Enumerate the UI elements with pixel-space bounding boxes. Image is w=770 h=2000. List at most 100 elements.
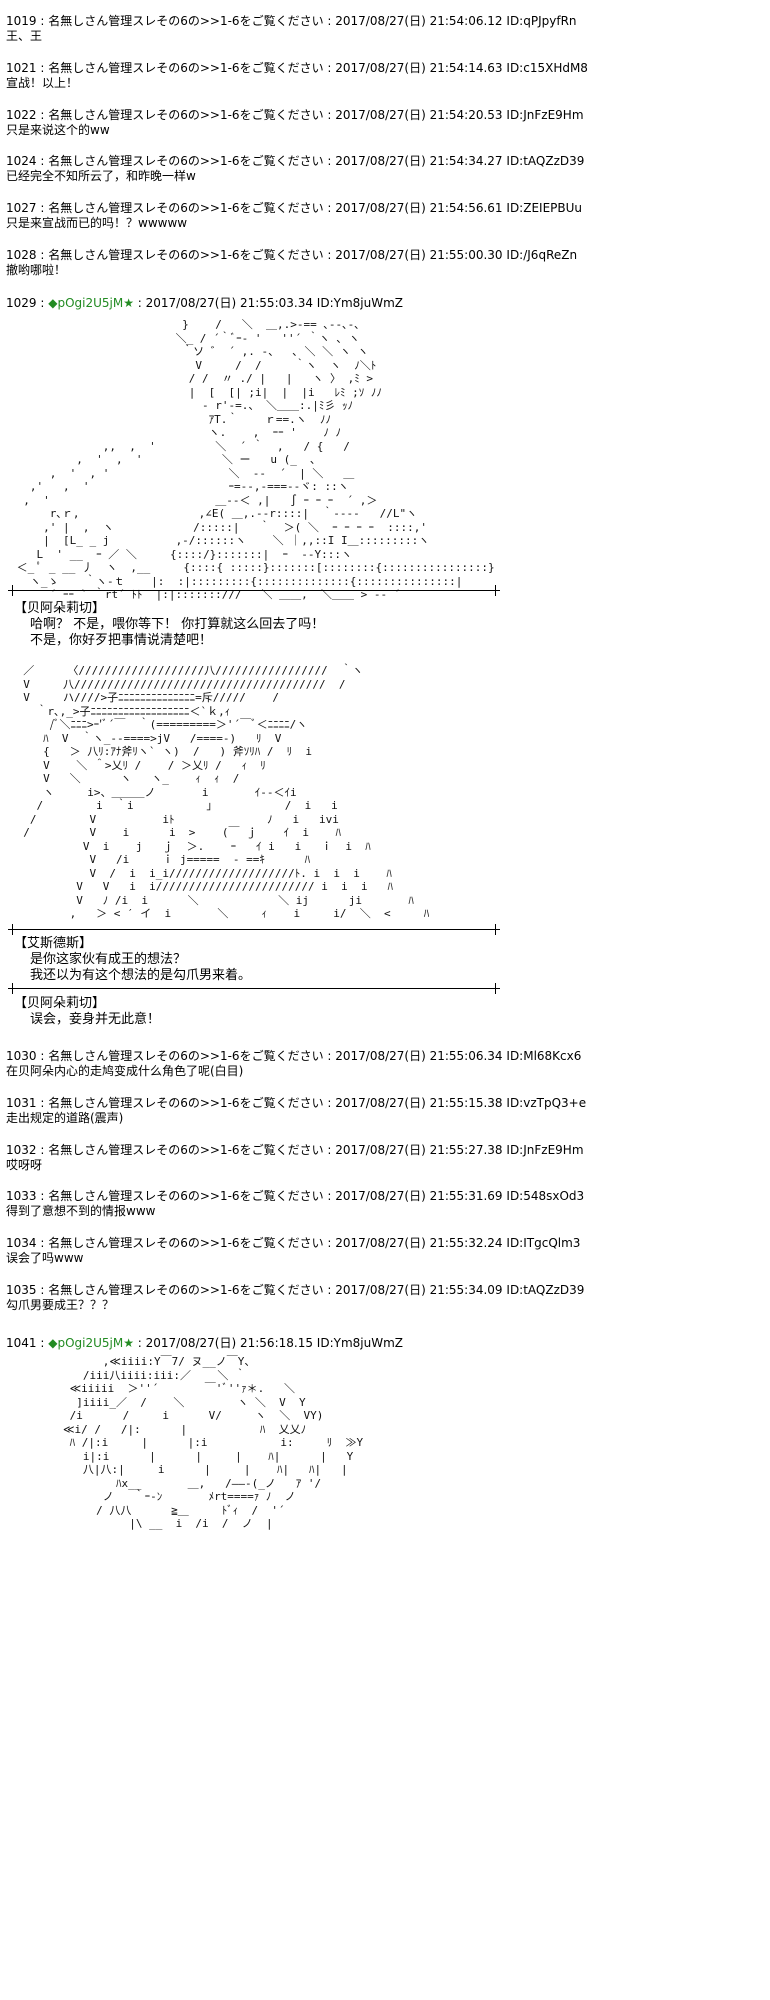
dialogue-block-1: 【贝阿朵莉切】 哈啊？ 不是，喂你等下！ 你打算就这么回去了吗！ 不是，你好歹把… bbox=[14, 601, 324, 649]
poster-name: 名無しさん管理スレその6の>>1-6をご覧ください bbox=[48, 61, 324, 75]
dialogue-line: 不是，你好歹把事情说清楚吧！ bbox=[30, 633, 213, 648]
post-number[interactable]: 1035 bbox=[6, 1283, 37, 1297]
post-1032: 1032 : 名無しさん管理スレその6の>>1-6をご覧ください : 2017/… bbox=[6, 1143, 746, 1173]
post-number[interactable]: 1041 bbox=[6, 1336, 37, 1350]
post-number[interactable]: 1024 bbox=[6, 154, 37, 168]
post-date: 2017/08/27(日) 21:54:56.61 bbox=[335, 201, 503, 215]
post-id[interactable]: ID:qPJpyfRn bbox=[506, 14, 577, 28]
ascii-art-character: ／ 〈///////////////////八/////////////////… bbox=[23, 664, 430, 920]
post-body: 误会了吗www bbox=[6, 1251, 84, 1265]
ascii-art-character: ,≪iiii:Y￣7/ ヌ__ノ￣Y、 /iii八iiii:iii:／ ＼ ｀ … bbox=[62, 1355, 364, 1530]
post-body: 只是来说这个的ww bbox=[6, 123, 110, 137]
post-id[interactable]: ID:JnFzE9Hm bbox=[506, 108, 584, 122]
post-id[interactable]: ID:Ml68Kcx6 bbox=[506, 1049, 582, 1063]
post-number[interactable]: 1031 bbox=[6, 1096, 37, 1110]
poster-name: 名無しさん管理スレその6の>>1-6をご覧ください bbox=[48, 1236, 324, 1250]
post-id[interactable]: ID:tAQZzD39 bbox=[506, 1283, 585, 1297]
post-number[interactable]: 1022 bbox=[6, 108, 37, 122]
post-number[interactable]: 1028 bbox=[6, 248, 37, 262]
post-id[interactable]: ID:c15XHdM8 bbox=[506, 61, 588, 75]
poster-name: 名無しさん管理スレその6の>>1-6をご覧ください bbox=[48, 248, 324, 262]
dialogue-line: 误会，妾身并无此意！ bbox=[30, 1012, 161, 1027]
dialogue-block-3: 【贝阿朵莉切】 误会，妾身并无此意！ bbox=[14, 996, 160, 1028]
poster-name: 名無しさん管理スレその6の>>1-6をご覧ください bbox=[48, 1189, 324, 1203]
dialogue-block-2: 【艾斯德斯】 是你这家伙有成王的想法？ 我还以为有这个想法的是勾爪男来着。 bbox=[14, 936, 251, 984]
speaker-name: 【贝阿朵莉切】 bbox=[14, 996, 106, 1011]
dialogue-line: 哈啊？ 不是，喂你等下！ 你打算就这么回去了吗！ bbox=[30, 617, 325, 632]
dialogue-line: 是你这家伙有成王的想法？ bbox=[30, 952, 187, 967]
poster-name: 名無しさん管理スレその6の>>1-6をご覧ください bbox=[48, 108, 324, 122]
post-number[interactable]: 1034 bbox=[6, 1236, 37, 1250]
post-body: 走出规定的道路(震声) bbox=[6, 1111, 124, 1125]
post-1033: 1033 : 名無しさん管理スレその6の>>1-6をご覧ください : 2017/… bbox=[6, 1189, 746, 1219]
scene-divider bbox=[8, 983, 500, 994]
post-date: 2017/08/27(日) 21:54:20.53 bbox=[335, 108, 503, 122]
post-id[interactable]: ID:ZEIEPBUu bbox=[506, 201, 583, 215]
post-1022: 1022 : 名無しさん管理スレその6の>>1-6をご覧ください : 2017/… bbox=[6, 108, 746, 138]
scene-divider bbox=[8, 585, 500, 596]
post-number[interactable]: 1019 bbox=[6, 14, 37, 28]
poster-name: 名無しさん管理スレその6の>>1-6をご覧ください bbox=[48, 14, 324, 28]
post-1028: 1028 : 名無しさん管理スレその6の>>1-6をご覧ください : 2017/… bbox=[6, 248, 746, 278]
post-id[interactable]: ID:Ym8juWmZ bbox=[316, 296, 403, 310]
post-date: 2017/08/27(日) 21:55:27.38 bbox=[335, 1143, 503, 1157]
post-id[interactable]: ID:vzTpQ3+e bbox=[506, 1096, 587, 1110]
poster-name: 名無しさん管理スレその6の>>1-6をご覧ください bbox=[48, 1049, 324, 1063]
post-date: 2017/08/27(日) 21:54:14.63 bbox=[335, 61, 503, 75]
post-body: 哎呀呀 bbox=[6, 1158, 43, 1172]
post-id[interactable]: ID:548sxOd3 bbox=[506, 1189, 585, 1203]
post-number[interactable]: 1033 bbox=[6, 1189, 37, 1203]
speaker-name: 【贝阿朵莉切】 bbox=[14, 601, 106, 616]
post-1021: 1021 : 名無しさん管理スレその6の>>1-6をご覧ください : 2017/… bbox=[6, 61, 746, 91]
post-body: 已经完全不知所云了，和昨晚一样w bbox=[6, 169, 196, 183]
post-id[interactable]: ID:Ym8juWmZ bbox=[316, 1336, 403, 1350]
post-date: 2017/08/27(日) 21:54:34.27 bbox=[335, 154, 503, 168]
post-1029: 1029 : ◆pOgi2U5jM★ : 2017/08/27(日) 21:55… bbox=[6, 296, 403, 310]
post-body: 得到了意想不到的情报www bbox=[6, 1204, 156, 1218]
post-number[interactable]: 1027 bbox=[6, 201, 37, 215]
poster-name: 名無しさん管理スレその6の>>1-6をご覧ください bbox=[48, 154, 324, 168]
scene-divider bbox=[8, 924, 500, 935]
post-id[interactable]: ID:/J6qReZn bbox=[506, 248, 578, 262]
post-date: 2017/08/27(日) 21:55:00.30 bbox=[335, 248, 503, 262]
post-date: 2017/08/27(日) 21:56:18.15 bbox=[145, 1336, 313, 1350]
post-1041: 1041 : ◆pOgi2U5jM★ : 2017/08/27(日) 21:56… bbox=[6, 1336, 403, 1350]
post-1031: 1031 : 名無しさん管理スレその6の>>1-6をご覧ください : 2017/… bbox=[6, 1096, 746, 1126]
post-date: 2017/08/27(日) 21:55:34.09 bbox=[335, 1283, 503, 1297]
speaker-name: 【艾斯德斯】 bbox=[14, 936, 93, 951]
post-date: 2017/08/27(日) 21:55:31.69 bbox=[335, 1189, 503, 1203]
poster-name: 名無しさん管理スレその6の>>1-6をご覧ください bbox=[48, 1283, 324, 1297]
post-1035: 1035 : 名無しさん管理スレその6の>>1-6をご覧ください : 2017/… bbox=[6, 1283, 746, 1313]
post-id[interactable]: ID:ITgcQlm3 bbox=[506, 1236, 581, 1250]
post-date: 2017/08/27(日) 21:55:03.34 bbox=[145, 296, 313, 310]
post-date: 2017/08/27(日) 21:54:06.12 bbox=[335, 14, 503, 28]
post-date: 2017/08/27(日) 21:55:32.24 bbox=[335, 1236, 503, 1250]
post-body: 勾爪男要成王？？？ bbox=[6, 1298, 115, 1312]
post-number[interactable]: 1029 bbox=[6, 296, 37, 310]
post-1034: 1034 : 名無しさん管理スレその6の>>1-6をご覧ください : 2017/… bbox=[6, 1236, 746, 1266]
poster-trip: ◆pOgi2U5jM★ bbox=[48, 296, 134, 310]
ascii-art-scene: } / ＼ ＿,.>-== ､--､-､ ＼_ / ´｀ﾞｰ- ' ''´ ｀ヽ… bbox=[16, 318, 495, 601]
post-date: 2017/08/27(日) 21:55:06.34 bbox=[335, 1049, 503, 1063]
poster-name: 名無しさん管理スレその6の>>1-6をご覧ください bbox=[48, 1096, 324, 1110]
post-body: 只是来宣战而已的吗！？wwwww bbox=[6, 216, 188, 230]
post-number[interactable]: 1032 bbox=[6, 1143, 37, 1157]
post-id[interactable]: ID:tAQZzD39 bbox=[506, 154, 585, 168]
post-1030: 1030 : 名無しさん管理スレその6の>>1-6をご覧ください : 2017/… bbox=[6, 1049, 746, 1079]
post-body: 宣战！以上！ bbox=[6, 76, 79, 90]
post-body: 撤哟哪啦！ bbox=[6, 263, 67, 277]
post-body: 在贝阿朵内心的走鸠变成什么角色了呢(白目) bbox=[6, 1064, 244, 1078]
post-1027: 1027 : 名無しさん管理スレその6の>>1-6をご覧ください : 2017/… bbox=[6, 201, 746, 231]
poster-trip: ◆pOgi2U5jM★ bbox=[48, 1336, 134, 1350]
post-body: 王、王 bbox=[6, 29, 43, 43]
post-date: 2017/08/27(日) 21:55:15.38 bbox=[335, 1096, 503, 1110]
poster-name: 名無しさん管理スレその6の>>1-6をご覧ください bbox=[48, 1143, 324, 1157]
post-number[interactable]: 1021 bbox=[6, 61, 37, 75]
post-1024: 1024 : 名無しさん管理スレその6の>>1-6をご覧ください : 2017/… bbox=[6, 154, 746, 184]
post-number[interactable]: 1030 bbox=[6, 1049, 37, 1063]
post-1019: 1019 : 名無しさん管理スレその6の>>1-6をご覧ください : 2017/… bbox=[6, 14, 746, 44]
poster-name: 名無しさん管理スレその6の>>1-6をご覧ください bbox=[48, 201, 324, 215]
dialogue-line: 我还以为有这个想法的是勾爪男来着。 bbox=[30, 968, 252, 983]
post-id[interactable]: ID:JnFzE9Hm bbox=[506, 1143, 584, 1157]
